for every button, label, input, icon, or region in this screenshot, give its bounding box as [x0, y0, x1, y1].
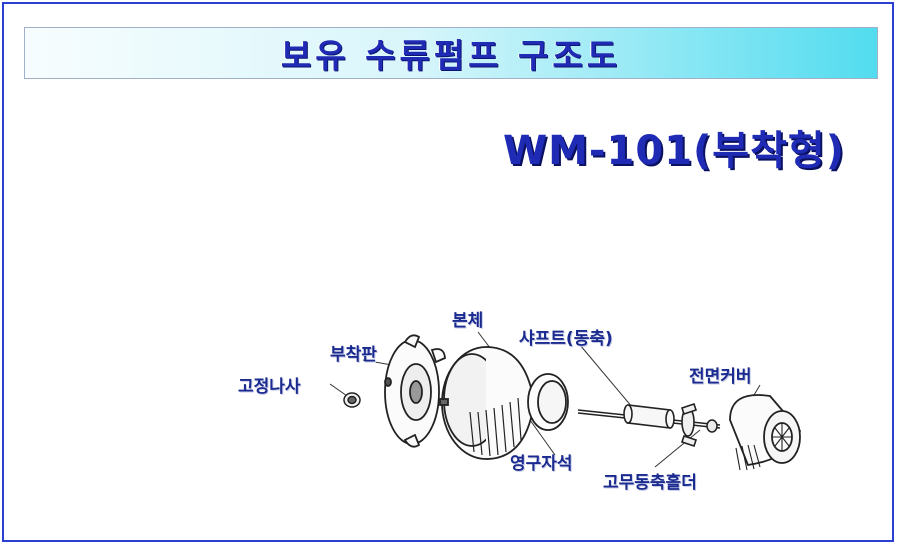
fixing-screw-part	[343, 392, 361, 408]
impeller-part	[680, 402, 698, 448]
label-front-cover: 전면커버	[689, 367, 752, 387]
label-body: 본체	[452, 311, 484, 331]
label-fixing-screw: 고정나사	[238, 377, 301, 397]
title-bar: 보유 수류펌프 구조도	[24, 27, 878, 79]
front-cover-part	[729, 394, 802, 471]
label-rubber-shaft-holder: 고무동축홀더	[603, 473, 697, 493]
diagram-frame	[2, 2, 894, 542]
mount-plate-part	[384, 334, 446, 448]
rubber-shaft-holder-part	[706, 419, 718, 433]
label-permanent-magnet: 영구자석	[510, 454, 573, 474]
permanent-magnet-part	[623, 404, 675, 429]
model-name: WM-101(부착형)	[503, 128, 845, 174]
label-mount-plate: 부착판	[330, 345, 377, 365]
page-title: 보유 수류펌프 구조도	[280, 36, 622, 75]
pump-body-part	[439, 346, 569, 460]
label-shaft: 샤프트(동축)	[519, 329, 613, 349]
